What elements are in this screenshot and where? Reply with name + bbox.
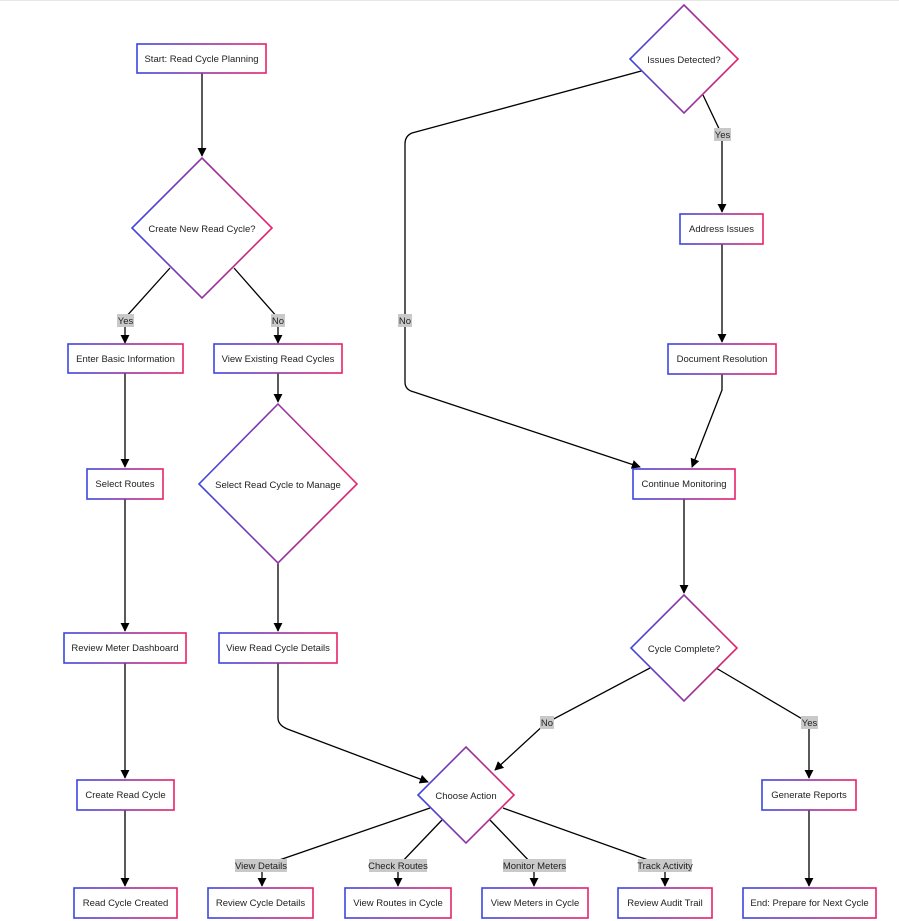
- svg-text:Yes: Yes: [715, 130, 731, 141]
- node-view-routes-in-cycle[interactable]: View Routes in Cycle: [344, 887, 452, 919]
- edge-label-create-no: No: [271, 314, 285, 327]
- svg-text:Cycle Complete?: Cycle Complete?: [648, 644, 720, 655]
- node-review-audit-trail[interactable]: Review Audit Trail: [617, 887, 713, 919]
- svg-text:No: No: [399, 316, 411, 327]
- edge-label-action-meters: Monitor Meters: [503, 859, 567, 872]
- svg-text:Enter Basic Information: Enter Basic Information: [76, 354, 175, 365]
- svg-text:Monitor Meters: Monitor Meters: [503, 861, 567, 872]
- svg-text:No: No: [541, 718, 553, 729]
- node-address-issues[interactable]: Address Issues: [679, 213, 764, 245]
- node-view-meters-in-cycle[interactable]: View Meters in Cycle: [481, 887, 589, 919]
- edge-complete-yes: [715, 667, 814, 779]
- svg-text:Select Routes: Select Routes: [95, 479, 154, 490]
- edge-label-action-details: View Details: [235, 859, 287, 872]
- node-view-read-cycle-details[interactable]: View Read Cycle Details: [218, 632, 338, 664]
- node-read-cycle-created[interactable]: Read Cycle Created: [73, 887, 178, 919]
- svg-text:Review Audit Trail: Review Audit Trail: [627, 898, 703, 909]
- edge-issues-no: [404, 69, 646, 469]
- svg-text:End: Prepare for Next Cycle: End: Prepare for Next Cycle: [750, 898, 868, 909]
- edge-issues-yes: [702, 94, 727, 213]
- edge-label-issues-yes: Yes: [714, 128, 731, 141]
- edge-document-to-continue: [690, 374, 723, 468]
- svg-text:Generate Reports: Generate Reports: [771, 790, 847, 801]
- svg-text:View Details: View Details: [235, 861, 287, 872]
- edge-action-activity: [502, 807, 670, 887]
- svg-text:No: No: [272, 316, 284, 327]
- node-generate-reports[interactable]: Generate Reports: [761, 779, 857, 811]
- svg-text:Continue Monitoring: Continue Monitoring: [641, 479, 726, 490]
- svg-text:View Read Cycle Details: View Read Cycle Details: [226, 643, 330, 654]
- edge-label-action-routes: Check Routes: [368, 859, 428, 872]
- node-continue-monitoring[interactable]: Continue Monitoring: [632, 468, 736, 500]
- edge-create-no: [233, 267, 283, 344]
- edge-action-details: [257, 807, 431, 887]
- svg-text:Issues Detected?: Issues Detected?: [647, 55, 720, 66]
- svg-text:Read Cycle Created: Read Cycle Created: [83, 898, 169, 909]
- edge-label-issues-no: No: [398, 314, 412, 327]
- svg-text:Select Read Cycle to Manage: Select Read Cycle to Manage: [215, 480, 341, 491]
- svg-text:Yes: Yes: [118, 316, 134, 327]
- svg-text:Review Cycle Details: Review Cycle Details: [216, 898, 305, 909]
- edge-label-create-yes: Yes: [117, 314, 134, 327]
- svg-text:Track Activity: Track Activity: [637, 861, 693, 872]
- edge-create-yes: [120, 267, 171, 344]
- nodes: Start: Read Cycle Planning Enter Basic I…: [63, 3, 877, 919]
- node-choose-action[interactable]: Choose Action: [416, 745, 516, 845]
- top-border: [0, 0, 899, 1]
- svg-text:Review Meter Dashboard: Review Meter Dashboard: [71, 643, 178, 654]
- edge-details-to-action: [277, 663, 429, 784]
- svg-text:Start: Read Cycle Planning: Start: Read Cycle Planning: [144, 54, 258, 65]
- edge-action-routes: [393, 819, 443, 887]
- node-enter-basic-information[interactable]: Enter Basic Information: [67, 343, 184, 374]
- node-review-cycle-details[interactable]: Review Cycle Details: [207, 887, 314, 919]
- node-select-read-cycle-to-manage[interactable]: Select Read Cycle to Manage: [197, 402, 359, 565]
- edge-complete-no: [494, 667, 651, 771]
- edge-label-complete-no: No: [540, 716, 554, 729]
- node-review-meter-dashboard[interactable]: Review Meter Dashboard: [63, 632, 187, 664]
- node-select-routes[interactable]: Select Routes: [86, 468, 164, 500]
- edge-action-meters: [489, 819, 539, 887]
- svg-text:Yes: Yes: [802, 718, 818, 729]
- node-create-new-read-cycle[interactable]: Create New Read Cycle?: [130, 156, 274, 300]
- node-start[interactable]: Start: Read Cycle Planning: [136, 43, 267, 74]
- svg-text:Document Resolution: Document Resolution: [677, 354, 768, 365]
- svg-text:Address Issues: Address Issues: [689, 224, 754, 235]
- svg-text:View Routes in Cycle: View Routes in Cycle: [353, 898, 443, 909]
- node-create-read-cycle[interactable]: Create Read Cycle: [76, 779, 175, 811]
- svg-text:Check Routes: Check Routes: [368, 861, 428, 872]
- edge-label-complete-yes: Yes: [801, 716, 818, 729]
- node-issues-detected[interactable]: Issues Detected?: [628, 3, 740, 115]
- svg-text:Create Read Cycle: Create Read Cycle: [85, 790, 165, 801]
- node-document-resolution[interactable]: Document Resolution: [667, 343, 777, 375]
- svg-text:Create New Read Cycle?: Create New Read Cycle?: [148, 224, 255, 235]
- node-end[interactable]: End: Prepare for Next Cycle: [742, 887, 877, 919]
- node-cycle-complete[interactable]: Cycle Complete?: [629, 593, 739, 703]
- edge-label-action-activity: Track Activity: [637, 859, 693, 872]
- edge-labels: Yes No Yes No No Yes View Details Check: [117, 128, 818, 872]
- node-view-existing-read-cycles[interactable]: View Existing Read Cycles: [213, 343, 343, 374]
- svg-text:Choose Action: Choose Action: [435, 791, 496, 802]
- svg-text:View Existing Read Cycles: View Existing Read Cycles: [222, 354, 335, 365]
- svg-text:View Meters in Cycle: View Meters in Cycle: [491, 898, 580, 909]
